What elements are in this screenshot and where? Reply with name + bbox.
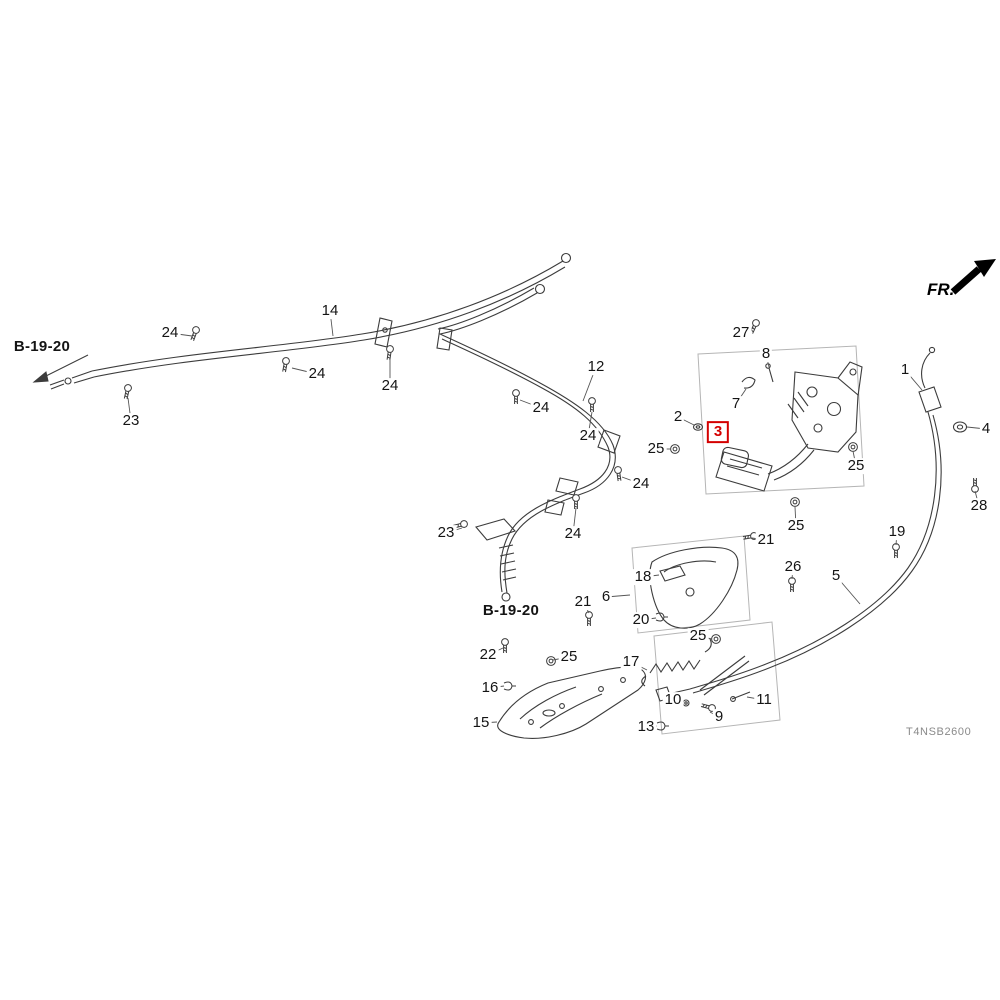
part-number-label: 24 [577,427,599,445]
part-number-label: 12 [585,358,607,376]
part-number-label: 25 [785,517,807,535]
part-number-label: 22 [477,646,499,664]
part-number-label: 28 [968,497,990,515]
part-number-label: 27 [730,324,752,342]
part-number-label: 24 [562,525,584,543]
part-number-label: 26 [782,558,804,576]
part-number-label: 21 [572,593,594,611]
spring-and-linkage [641,638,751,707]
diagram-code: T4NSB2600 [906,726,972,738]
part-number-label: 24 [630,475,652,493]
group-outline-boxes [631,345,865,735]
parking-brake-cable-right [655,346,942,702]
parking-brake-cable-left [49,252,572,390]
part-number-label: 8 [759,345,773,363]
part-number-label: 24 [530,399,552,417]
part-number-label: 18 [632,568,654,586]
reference-label: B-19-20 [480,602,542,620]
part-number-label: 23 [120,412,142,430]
part-number-label: 23 [435,524,457,542]
part-number-label: 17 [620,653,642,671]
fr-direction-label: FR. [927,280,955,299]
part-number-label: 24 [159,324,181,342]
part-number-label: 7 [729,395,743,413]
parking-brake-cable-center [436,283,621,602]
part-number-label: 25 [558,648,580,666]
part-number-label: 19 [886,523,908,541]
part-number-label: 14 [319,302,341,320]
bracket-15 [497,666,647,739]
part-number-label: 15 [470,714,492,732]
cover-assembly [649,546,739,629]
part-number-label: 24 [306,365,328,383]
part-number-label: 2 [671,408,685,426]
part-number-label: 16 [479,679,501,697]
part-number-label: 24 [379,377,401,395]
grommet-4 [952,421,968,433]
part-number-label: 11 [754,691,774,709]
part-number-label: 5 [829,567,843,585]
part-number-label: 4 [979,420,993,438]
part-number-label: 25 [845,457,867,475]
part-number-label: 25 [687,627,709,645]
pedal-assembly [692,361,863,492]
reference-label: B-19-20 [11,338,73,356]
part-number-label: 9 [712,708,726,726]
part-number-label: 10 [662,691,684,709]
highlighted-part-number: 3 [706,421,730,443]
part-number-label: 6 [599,588,613,606]
part-number-label: 13 [635,718,657,736]
part-number-label: 21 [755,531,777,549]
fr-arrow-icon [950,259,996,295]
reference-arrow-icon [32,354,89,383]
part-number-label: 25 [645,440,667,458]
part-number-label: 20 [630,611,652,629]
part-number-label: 1 [898,361,912,379]
